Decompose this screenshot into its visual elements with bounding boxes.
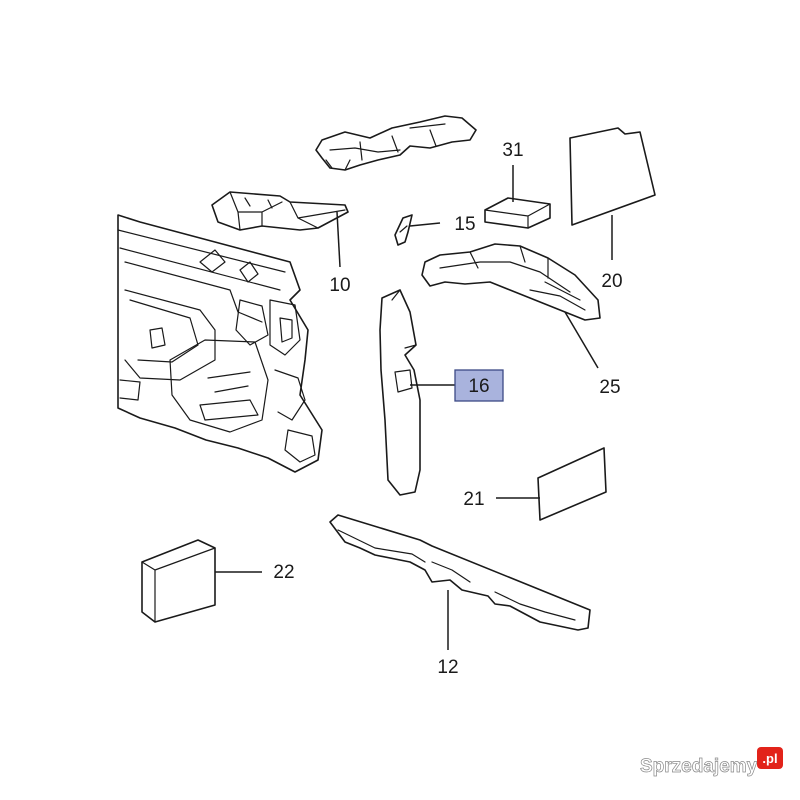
callout-20: 20	[601, 271, 622, 292]
callout-22: 22	[273, 562, 294, 583]
part-22	[141, 539, 216, 623]
callout-16-highlight	[454, 369, 504, 402]
top-cover-part	[315, 115, 477, 171]
part-25	[421, 243, 601, 321]
leader-15	[409, 222, 441, 227]
callout-15: 15	[454, 214, 475, 235]
part-20	[569, 127, 656, 226]
leader-10	[336, 211, 341, 268]
part-15	[394, 214, 413, 246]
watermark-suffix: .pl	[762, 751, 777, 766]
watermark-badge	[757, 747, 783, 769]
part-10	[211, 191, 349, 231]
part-16	[379, 289, 421, 496]
front-panel-structure	[117, 214, 323, 473]
part-12	[329, 514, 591, 631]
leader-lines	[215, 165, 613, 650]
callout-12: 12	[437, 657, 458, 678]
callout-16: 16	[468, 376, 489, 397]
part-21	[537, 447, 607, 521]
callout-25: 25	[599, 377, 620, 398]
callout-labels: 31 15 20 10 16 25 21 22 12	[273, 140, 622, 678]
watermark: Sprzedajemy .pl	[640, 747, 783, 777]
callout-31: 31	[502, 140, 523, 161]
callout-10: 10	[329, 275, 350, 296]
part-31	[484, 197, 551, 229]
leader-25	[564, 311, 599, 369]
callout-21: 21	[463, 489, 484, 510]
watermark-text: Sprzedajemy	[640, 756, 758, 777]
